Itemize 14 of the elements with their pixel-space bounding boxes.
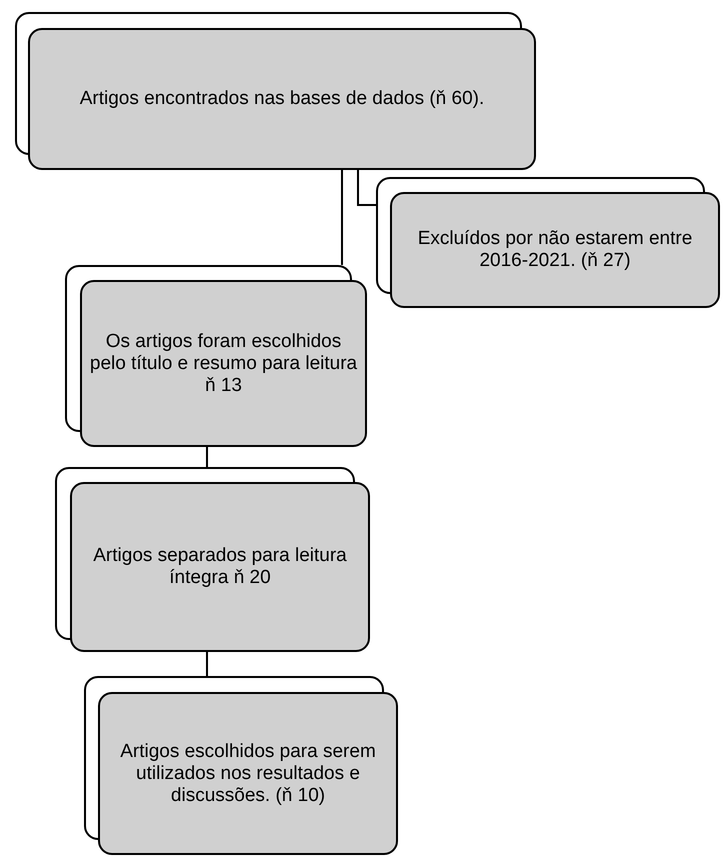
stacked-process-box	[84, 676, 398, 855]
box-text: Os artigos foram escolhidos pelo título e resumo para leitura ň 13	[88, 330, 358, 396]
stacked-process-box	[15, 12, 536, 170]
stacked-process-box	[65, 265, 367, 447]
connector-line	[341, 170, 343, 265]
box-text: Excluídos por não estarem entre 2016-2021. (ň 27)	[416, 228, 694, 272]
box-text: Artigos separados para leitura íntegra ň 20	[92, 545, 348, 589]
box-text: Artigos escolhidos para serem utilizados nos resultados e discussões. (ň 10)	[119, 740, 377, 806]
connector-line	[206, 447, 208, 467]
box-text: Artigos encontrados nas bases de dados (ň 60).	[80, 88, 484, 110]
connector-line	[206, 652, 208, 676]
connector-line	[357, 170, 376, 206]
stacked-process-box	[55, 467, 370, 652]
stacked-process-box	[376, 177, 720, 308]
